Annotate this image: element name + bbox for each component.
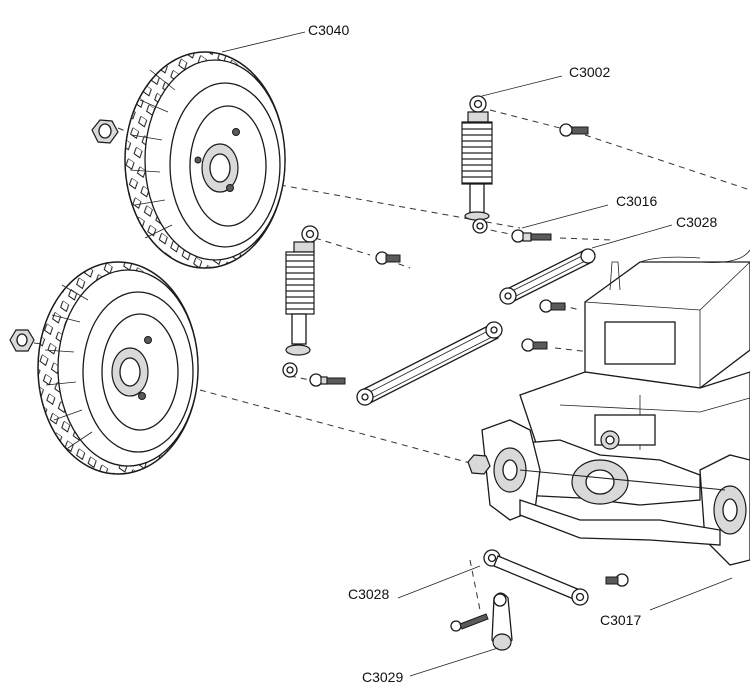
screw-c3002 [559,123,589,137]
callout-c3028-bottom: C3028 [348,586,389,602]
callout-c3002: C3002 [569,64,610,80]
ball-stud-c3016 [511,229,552,243]
servo-horn-c3029 [491,592,513,651]
wheel-nut-bottom [9,329,35,352]
callout-labels: C3040 C3002 C3016 C3028 C3028 C3017 C302… [308,22,717,685]
wheel-nut-top [91,119,119,144]
link-top-c3028 [499,248,596,305]
callout-leaders [221,31,733,677]
shock-absorber-rear [461,95,493,234]
callout-c3016: C3016 [616,193,657,209]
shock-absorber-front [282,225,319,378]
callout-c3029: C3029 [362,669,403,685]
callout-c3028-top: C3028 [676,214,717,230]
link-steering-c3028 [483,549,589,606]
link-long [356,321,503,406]
wheel-bottom [37,261,199,475]
screws-link-mounts [521,299,566,352]
screw-servo-horn [450,613,489,632]
screw-c3017 [605,573,629,587]
chassis-assembly [467,249,750,566]
callout-c3017: C3017 [600,612,641,628]
ball-stud-shock-front [309,373,346,387]
wheel-top [124,51,286,269]
screw-shock-front [375,251,401,265]
callout-c3040: C3040 [308,22,349,38]
